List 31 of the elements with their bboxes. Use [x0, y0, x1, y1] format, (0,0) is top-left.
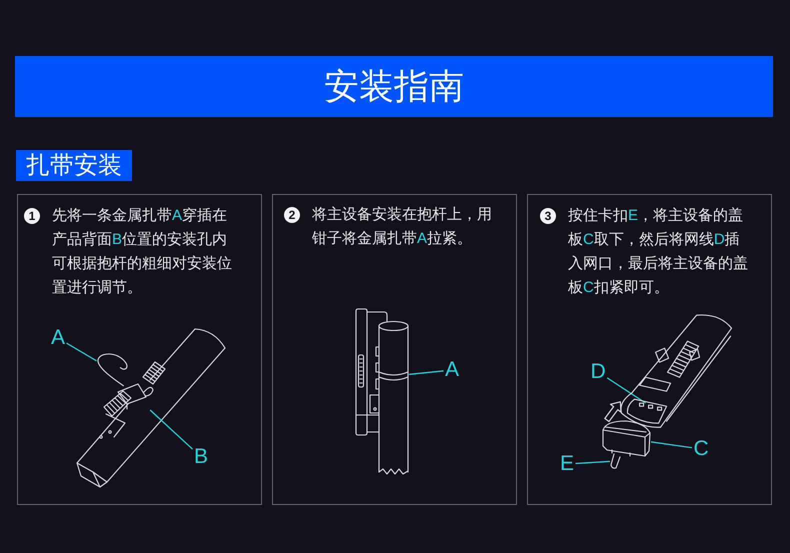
- step-text: 先将一条金属扎带A穿插在产品背面B位置的安装孔内可根据抱杆的粗细对安装位置进行调节。: [52, 206, 233, 298]
- callout-letter: B: [194, 447, 208, 467]
- title-banner: 安装指南: [15, 56, 773, 117]
- section-tab: 扎带安装: [16, 150, 132, 181]
- leader-line: [650, 441, 692, 448]
- step-text: 将主设备安装在抱杆上，用钳子将金属扎带A拉紧。: [312, 205, 493, 249]
- leader-line: [150, 410, 193, 450]
- callout-letter: A: [51, 328, 66, 348]
- step-text: 按住卡扣E，将主设备的盖板C取下，然后将网线D插入网口，最后将主设备的盖板C扣紧即可。: [568, 206, 749, 298]
- callout-letter: D: [590, 362, 606, 382]
- leader-line: [66, 342, 97, 362]
- device-drawing: [620, 314, 733, 428]
- clip-drawing: [610, 453, 621, 470]
- step-number-circle: 1: [24, 208, 40, 224]
- step-panel: [527, 194, 772, 505]
- port-drawing: [640, 402, 662, 410]
- callout-letter: C: [694, 439, 709, 459]
- step-panel: [17, 194, 262, 505]
- direction-arrow: [604, 401, 622, 422]
- cover-drawing: [602, 420, 651, 457]
- leader-line: [408, 370, 444, 375]
- strap-band-drawing: [378, 371, 409, 381]
- callout-letter: E: [560, 454, 574, 474]
- leader-line: [606, 377, 646, 404]
- strap-drawing: [96, 353, 128, 387]
- leader-line: [575, 460, 610, 464]
- step-number-circle: 3: [540, 208, 556, 224]
- step-number-circle: 2: [284, 207, 300, 223]
- clamp-drawing: [117, 383, 154, 410]
- step-panel: [272, 194, 517, 505]
- callout-letter: A: [445, 360, 460, 380]
